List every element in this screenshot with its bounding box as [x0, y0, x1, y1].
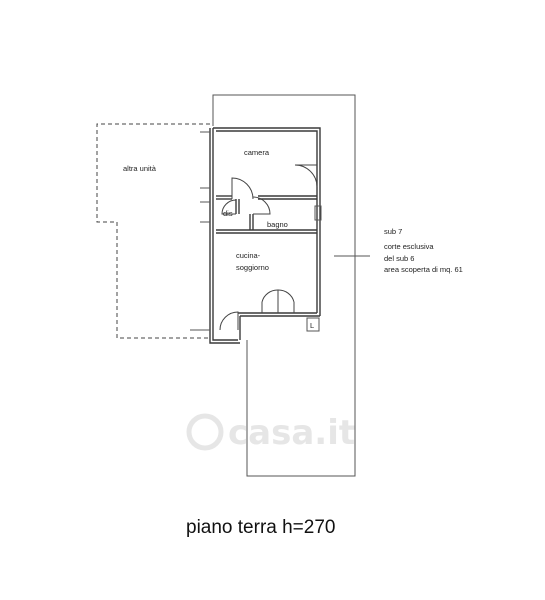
- note-line-2: corte esclusiva: [384, 242, 434, 251]
- french-door: [261, 289, 295, 313]
- note-line-3: del sub 6: [384, 254, 414, 263]
- label-closet: dis: [223, 209, 233, 218]
- fixture-box: L: [306, 317, 320, 332]
- courtyard-outline: [212, 94, 356, 477]
- apartment-walls: [190, 127, 322, 344]
- doors: [219, 164, 318, 331]
- floor-caption: piano terra h=270: [186, 517, 335, 538]
- label-other-unit: altra unità: [123, 164, 157, 173]
- entrance-door-swing: [219, 311, 239, 331]
- bath-door-swing: [252, 196, 271, 215]
- label-bedroom: camera: [244, 148, 270, 157]
- hall-door-swing: [231, 177, 254, 200]
- watermark-logo-icon: [186, 413, 224, 451]
- label-bathroom: bagno: [267, 220, 288, 229]
- fixture-label: L: [310, 321, 314, 330]
- other-unit-outline: [96, 123, 210, 339]
- note-line-1: sub 7: [384, 227, 402, 236]
- watermark: casa.it: [186, 413, 355, 453]
- watermark-text: casa.it: [228, 413, 355, 453]
- closet-door-swing: [221, 199, 237, 215]
- label-kitchen-line1: cucina-: [236, 251, 261, 260]
- label-kitchen-line2: soggiorno: [236, 263, 269, 272]
- note-line-4: area scoperta di mq. 61: [384, 265, 463, 274]
- bedroom-door-swing: [294, 164, 318, 188]
